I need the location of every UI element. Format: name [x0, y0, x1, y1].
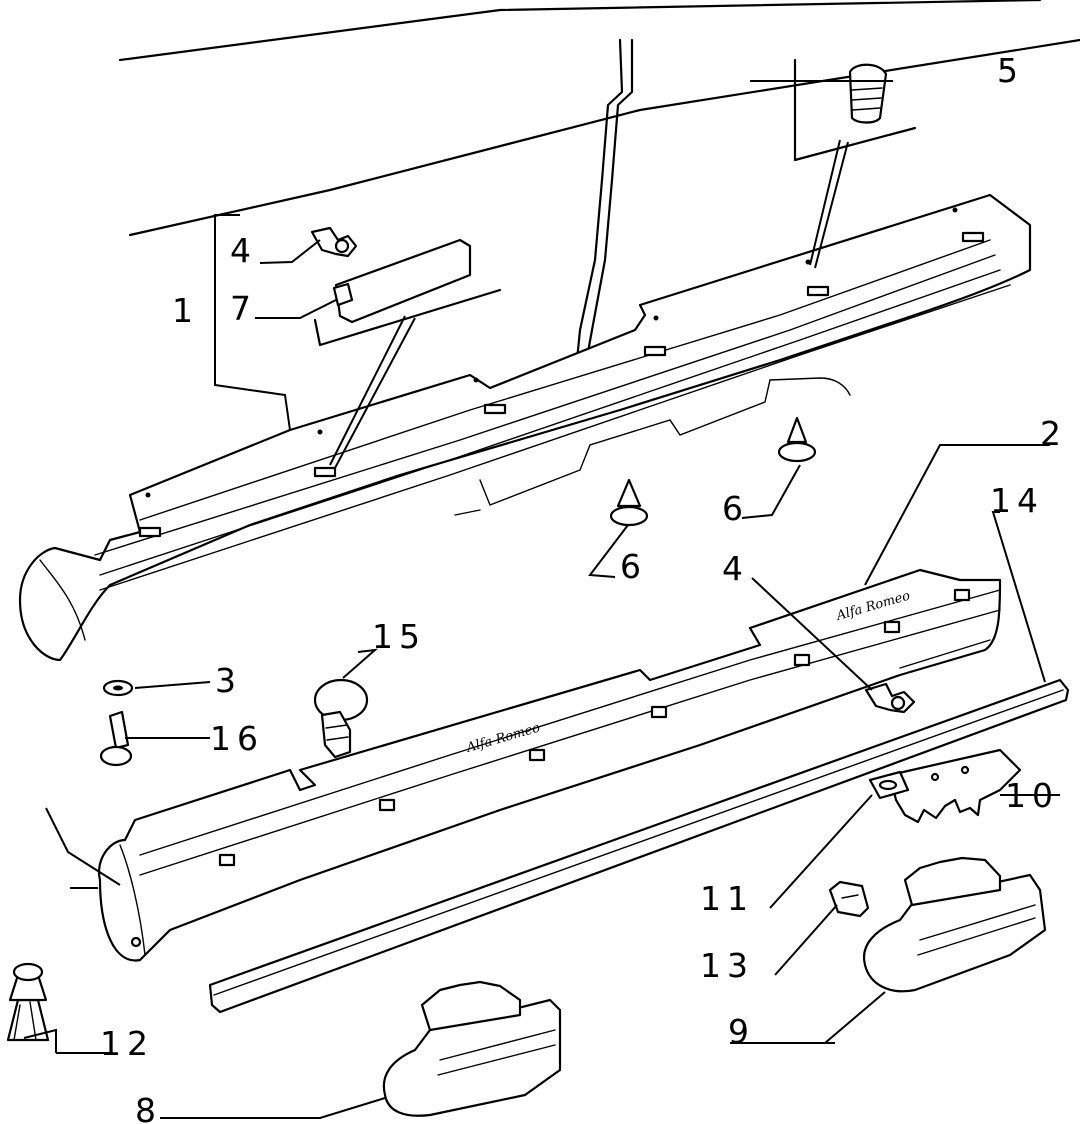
part-8-end-cap[interactable] [382, 980, 562, 1117]
part-4-clip-lower[interactable] [864, 682, 916, 714]
part-10-bracket[interactable] [888, 748, 1022, 824]
part-9-end-cap[interactable] [862, 856, 1047, 993]
callout-12[interactable]: 12 [100, 1024, 154, 1063]
callout-4-lower[interactable]: 4 [722, 549, 749, 588]
callout-6-upper[interactable]: 6 [722, 489, 749, 528]
callout-8[interactable]: 8 [135, 1091, 162, 1124]
part-6-push-pin-upper[interactable] [777, 416, 817, 463]
callout-3[interactable]: 3 [215, 661, 242, 700]
part-1-upper-sill[interactable] [18, 193, 1032, 662]
part-11-grommet[interactable] [868, 770, 910, 800]
part-16-bolt[interactable] [99, 710, 133, 767]
callout-14[interactable]: 14 [990, 481, 1044, 520]
callout-13[interactable]: 13 [700, 946, 754, 985]
callout-7[interactable]: 7 [230, 289, 257, 328]
callout-9[interactable]: 9 [728, 1012, 755, 1051]
callout-2[interactable]: 2 [1040, 414, 1067, 453]
part-15-plug[interactable] [313, 678, 369, 759]
part-7-cover-plate[interactable] [332, 238, 472, 324]
part-6-push-pin-lower[interactable] [609, 478, 649, 527]
callout-5[interactable]: 5 [997, 51, 1024, 90]
part-5-plug[interactable] [848, 63, 888, 124]
callout-4-upper[interactable]: 4 [230, 231, 257, 270]
callout-6-lower[interactable]: 6 [620, 547, 647, 586]
part-12-retainer[interactable] [6, 962, 50, 1042]
callout-15[interactable]: 15 [372, 617, 426, 656]
callout-11[interactable]: 11 [700, 879, 754, 918]
part-4-clip-upper[interactable] [310, 226, 358, 258]
callout-labels: 1 2 3 4 4 5 6 6 7 8 9 10 11 12 13 14 15 … [100, 51, 1067, 1124]
leader-lines [23, 80, 1060, 1119]
part-13-clip[interactable] [828, 880, 870, 918]
part-3-washer[interactable] [102, 679, 134, 697]
part-14-trim-strip[interactable] [208, 678, 1070, 1014]
callout-1[interactable]: 1 [172, 291, 199, 330]
part-2-lower-sill[interactable]: Alfa Romeo Alfa Romeo [97, 568, 1002, 962]
callout-16[interactable]: 16 [210, 719, 264, 758]
callout-10[interactable]: 10 [1005, 776, 1059, 815]
